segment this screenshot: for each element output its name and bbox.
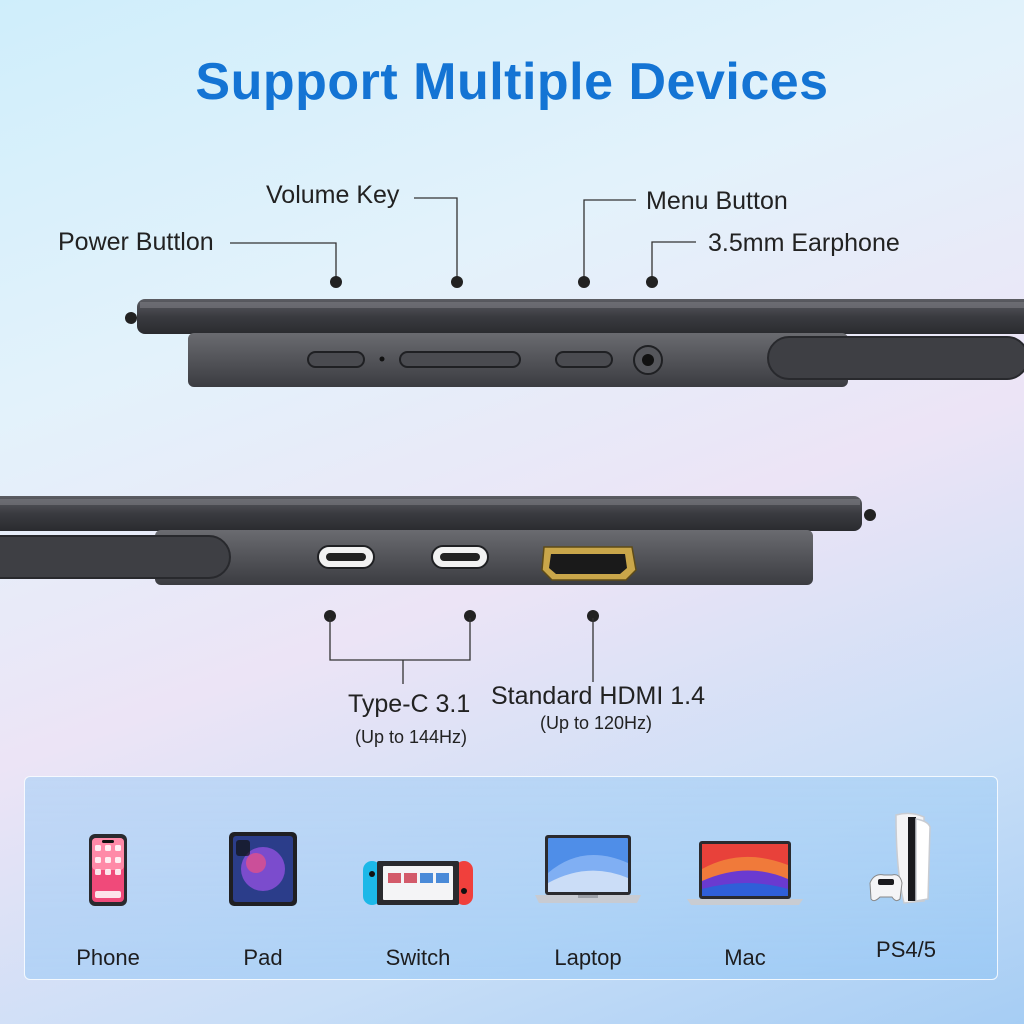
typec-sublabel: (Up to 144Hz) (355, 727, 468, 747)
game-console-icon (363, 861, 473, 905)
typec2-dot (464, 610, 476, 622)
tablet-icon (229, 832, 297, 906)
menu-dot (578, 276, 590, 288)
top-callout-lines (230, 197, 696, 280)
device-ps: PS4/5 (831, 809, 981, 963)
bottom-callout-lines (329, 618, 594, 684)
power-button-label: Power Buttlon (58, 228, 214, 256)
typec-label: Type-C 3.1 (348, 690, 471, 718)
earphone-label: 3.5mm Earphone (708, 229, 900, 257)
monitor-top-edge (125, 299, 1024, 387)
device-mac: Mac (670, 817, 820, 971)
page-title: Support Multiple Devices (195, 53, 829, 111)
hdmi-dot (587, 610, 599, 622)
typec1-dot (324, 610, 336, 622)
devices-panel: Phone Pad Swi (24, 776, 998, 980)
device-laptop: Laptop (513, 817, 663, 971)
device-label: PS4/5 (876, 937, 936, 962)
hdmi-label: Standard HDMI 1.4 (491, 682, 705, 710)
device-switch: Switch (343, 817, 493, 971)
device-label: Laptop (554, 945, 622, 970)
volume-key-label: Volume Key (266, 181, 400, 209)
monitor-bottom-edge (0, 496, 876, 585)
device-label: Switch (385, 945, 451, 970)
device-label: Phone (76, 945, 140, 970)
playstation-icon (869, 812, 931, 904)
hdmi-sublabel: (Up to 120Hz) (540, 713, 653, 733)
laptop-icon (535, 835, 641, 903)
menu-button-label: Menu Button (646, 187, 788, 215)
volume-dot (451, 276, 463, 288)
device-label: Pad (243, 945, 283, 970)
device-phone: Phone (33, 817, 183, 971)
power-dot (330, 276, 342, 288)
phone-icon (89, 834, 127, 906)
earphone-dot (646, 276, 658, 288)
device-pad: Pad (188, 817, 338, 971)
device-label: Mac (724, 945, 766, 970)
macbook-icon (687, 841, 803, 905)
